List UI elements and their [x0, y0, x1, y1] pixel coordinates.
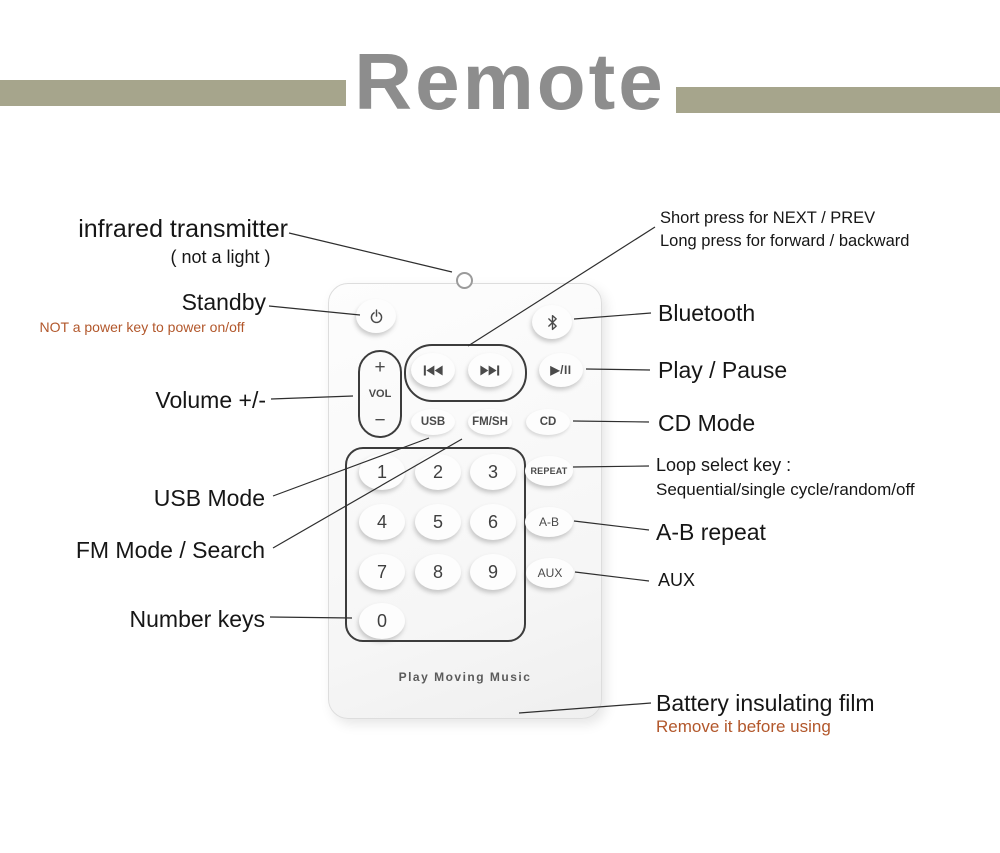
label-bluetooth: Bluetooth [658, 300, 756, 326]
bluetooth-button [532, 305, 572, 339]
remote-body: ▶/II + VOL − USB FM/SH CD 1 2 3 4 5 6 7 … [328, 283, 602, 719]
label-infrared-note: ( not a light ) [170, 247, 271, 267]
label-standby-warning: NOT a power key to power on/off [39, 319, 245, 335]
label-infrared-transmitter: infrared transmitter [78, 215, 288, 243]
volume-label: VOL [368, 387, 392, 400]
bluetooth-icon [547, 314, 557, 330]
previous-track-button [411, 353, 455, 387]
volume-down-label: − [374, 410, 386, 431]
digit-key-5: 5 [415, 504, 461, 540]
label-short-long-press: Short press for NEXT / PREV Long press f… [660, 207, 909, 253]
digit-key-2: 2 [415, 454, 461, 490]
digit-key-3: 3 [470, 454, 516, 490]
digit-key-4: 4 [359, 504, 405, 540]
label-short-press-line2: Long press for forward / backward [660, 232, 910, 250]
label-usb-mode: USB Mode [153, 485, 265, 511]
label-standby: Standby [181, 289, 266, 315]
repeat-key: REPEAT [525, 456, 573, 486]
label-loop-select: Loop select key : [656, 455, 792, 475]
page-title: Remote [354, 37, 666, 126]
label-cd-mode: CD Mode [658, 410, 756, 436]
aux-key: AUX [526, 558, 574, 588]
previous-track-icon [423, 364, 443, 376]
label-battery-film-warning: Remove it before using [656, 717, 831, 736]
label-number-keys: Number keys [129, 606, 265, 632]
label-battery-film: Battery insulating film [656, 690, 875, 716]
next-track-icon [480, 364, 500, 376]
fm-mode-key: FM/SH [468, 409, 512, 435]
power-icon [370, 308, 382, 323]
digit-key-1: 1 [359, 454, 405, 490]
label-aux: AUX [658, 570, 696, 590]
digit-key-8: 8 [415, 554, 461, 590]
next-track-button [468, 353, 512, 387]
cd-mode-key: CD [526, 409, 570, 435]
header-rule-right [676, 87, 1000, 113]
label-ab-repeat: A-B repeat [656, 519, 766, 545]
standby-button [356, 299, 396, 333]
transport-group-outline [404, 344, 527, 402]
digit-key-9: 9 [470, 554, 516, 590]
brand-text: Play Moving Music [398, 670, 532, 684]
ir-transmitter-lens [456, 272, 473, 289]
digit-key-7: 7 [359, 554, 405, 590]
digit-key-0: 0 [359, 603, 405, 639]
label-fm-mode-search: FM Mode / Search [75, 537, 265, 563]
usb-mode-key: USB [411, 409, 455, 435]
play-pause-button: ▶/II [539, 353, 583, 387]
header-rule-left [0, 80, 346, 106]
label-loop-select-detail: Sequential/single cycle/random/off [656, 480, 915, 499]
ab-repeat-key: A-B [525, 507, 573, 537]
label-volume: Volume +/- [155, 387, 266, 413]
volume-up-label: + [374, 357, 386, 378]
callout-infrared [288, 232, 453, 273]
volume-rocker: + VOL − [358, 350, 402, 438]
digit-key-6: 6 [470, 504, 516, 540]
label-short-press-line1: Short press for NEXT / PREV [660, 209, 876, 227]
label-play-pause: Play / Pause [658, 357, 788, 383]
